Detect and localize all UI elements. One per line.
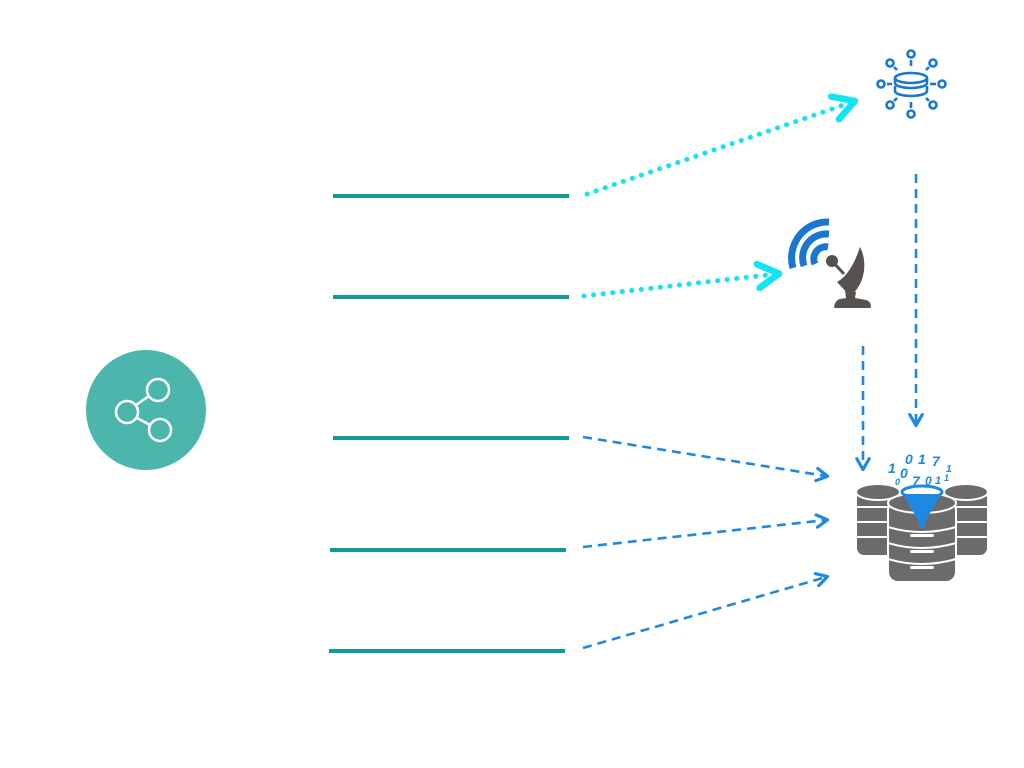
binary-digit: 1 bbox=[944, 473, 949, 483]
dashed-arrow-line5-to-warehouse bbox=[582, 572, 830, 650]
data-filter-servers-icon[interactable]: 1 0 1 7 1 0 7 0 1 1 0 bbox=[855, 451, 989, 583]
binary-digit: 7 bbox=[932, 453, 941, 469]
binary-digit: 0 bbox=[925, 474, 932, 488]
dotted-arrow-to-satellite bbox=[581, 274, 776, 299]
binary-digit: 7 bbox=[912, 473, 921, 489]
binary-digit: 0 bbox=[905, 451, 913, 467]
share-icon[interactable] bbox=[86, 350, 206, 470]
binary-digit: 0 bbox=[895, 477, 900, 487]
network-database-icon[interactable] bbox=[876, 49, 947, 119]
share-icon-circle bbox=[86, 350, 206, 470]
dashed-arrow-line4-to-warehouse bbox=[582, 513, 830, 549]
binary-digit: 1 bbox=[918, 451, 926, 467]
binary-digit: 1 bbox=[888, 460, 896, 476]
binary-digit: 1 bbox=[935, 475, 941, 487]
binary-digit: 1 bbox=[946, 464, 952, 475]
binary-digit: 0 bbox=[900, 465, 908, 481]
dashed-arrow-line3-to-warehouse bbox=[582, 435, 830, 483]
satellite-dish-icon[interactable] bbox=[788, 218, 871, 308]
dotted-arrow-to-database bbox=[584, 102, 852, 197]
